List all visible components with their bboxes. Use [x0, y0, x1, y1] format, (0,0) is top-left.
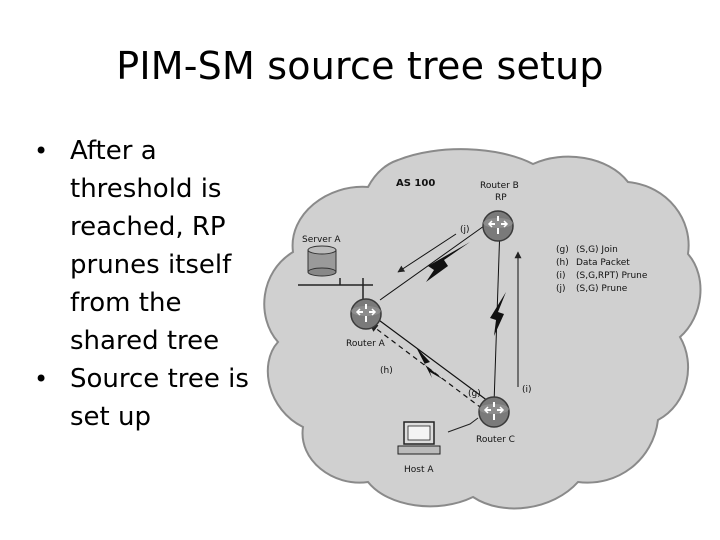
network-diagram: AS 100 Server A Router B RP Router A Rou…	[263, 148, 702, 510]
bullet-dot-icon: •	[34, 365, 49, 393]
legend-text: Data Packet	[576, 258, 630, 268]
bullet-item: • After a threshold is reached, RP prune…	[26, 132, 276, 360]
host-a-label: Host A	[404, 465, 434, 475]
link-routera-routerc-solid	[367, 311, 493, 405]
msg-i-label: (i)	[522, 385, 532, 395]
bullet-line: After a	[70, 136, 157, 166]
link-rp-routera	[379, 225, 485, 301]
router-a-label: Router A	[346, 339, 386, 349]
legend-key: (h)	[556, 258, 569, 268]
network-cloud	[263, 148, 702, 510]
router-c-label: Router C	[476, 435, 515, 445]
lightning-icon	[490, 292, 506, 336]
legend-key: (g)	[556, 245, 569, 255]
lan-segment	[298, 278, 373, 302]
router-b-label: Router B	[480, 181, 519, 191]
bullet-line: shared tree	[70, 326, 220, 356]
bullet-list: • After a threshold is reached, RP prune…	[26, 132, 276, 436]
msg-j-label: (j)	[460, 225, 470, 235]
server-icon	[307, 245, 337, 277]
server-a-label: Server A	[302, 235, 341, 245]
page-title: PIM-SM source tree setup	[116, 44, 604, 88]
bullet-line: prunes itself	[70, 250, 232, 280]
bullet-dot-icon: •	[34, 137, 49, 165]
msg-g-label: (g)	[468, 389, 481, 399]
bullet-item: • Source tree is set up	[26, 360, 276, 436]
bullet-line: Source tree is	[70, 364, 249, 394]
legend-text: (S,G) Join	[576, 245, 618, 255]
host-link	[447, 417, 479, 433]
msg-h-label: (h)	[380, 366, 393, 376]
rp-label: RP	[495, 193, 507, 203]
legend-text: (S,G) Prune	[576, 284, 628, 294]
bullet-line: reached, RP	[70, 212, 226, 242]
router-c-icon	[478, 396, 510, 428]
host-computer-icon	[397, 421, 441, 455]
router-b-icon	[482, 210, 514, 242]
bullet-line: threshold is	[70, 174, 222, 204]
legend-key: (j)	[556, 284, 566, 294]
legend-text: (S,G,RPT) Prune	[576, 271, 648, 281]
bullet-line: from the	[70, 288, 182, 318]
legend-key: (i)	[556, 271, 566, 281]
arrow-j	[397, 233, 457, 273]
router-a-icon	[350, 298, 382, 330]
bullet-line: set up	[70, 402, 151, 432]
lightning-icon	[416, 347, 444, 380]
legend: (g) (S,G) Join (h) Data Packet (i) (S,G,…	[556, 245, 648, 294]
as-label: AS 100	[396, 178, 435, 189]
lightning-icon	[426, 242, 470, 282]
link-routera-routerc-dashed	[369, 323, 485, 411]
